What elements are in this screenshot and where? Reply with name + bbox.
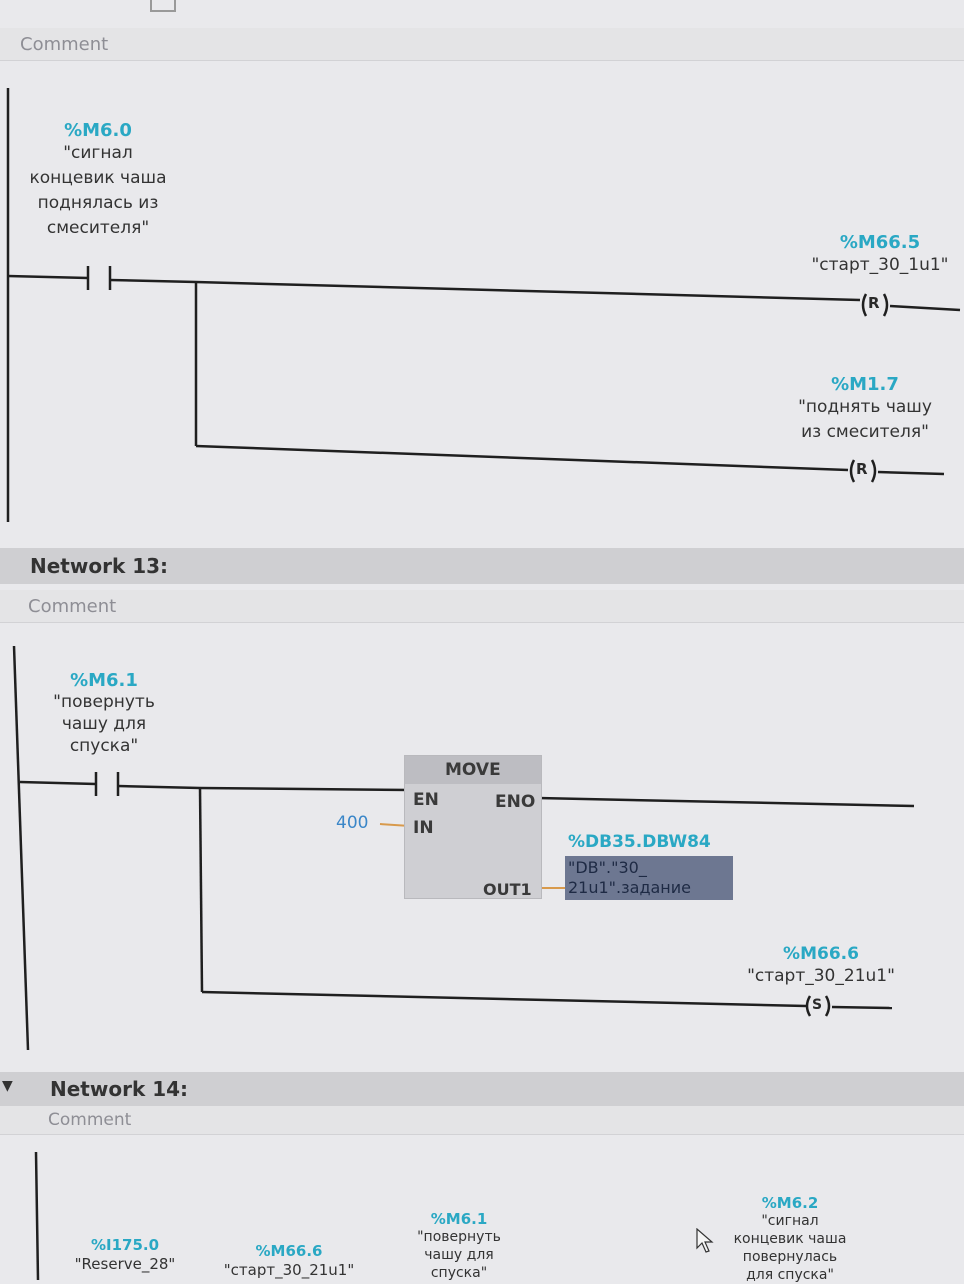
operand-address: %M66.6 (255, 1242, 323, 1260)
operand-address: %M6.1 (430, 1210, 488, 1228)
symbol-line: "Reserve_28" (74, 1255, 176, 1273)
network-title: Network 14: (50, 1077, 189, 1101)
symbol-line: чашу для (424, 1247, 494, 1263)
collapse-arrow-icon[interactable]: ▼ (2, 1078, 13, 1094)
contact-m6-1[interactable]: %M6.1 "повернуть чашу для спуска" (394, 1210, 524, 1282)
symbol-line: повернулась (742, 1249, 838, 1265)
symbol-line: "DB"."30_ (568, 858, 647, 877)
operand-address: %M66.6 (783, 944, 859, 964)
out-operand-address[interactable]: %DB35.DBW84 (568, 832, 711, 852)
symbol-line: поднялась из (37, 193, 159, 213)
coil-type-r: R (856, 460, 868, 478)
in-value[interactable]: 400 (336, 813, 369, 833)
network-13-comment[interactable]: Comment (0, 590, 964, 623)
symbol-line: "сигнал (761, 1213, 819, 1229)
operand-address: %DB35.DBW84 (568, 832, 711, 852)
contact-m6-1[interactable]: %M6.1 "повернуть чашу для спуска" (34, 670, 174, 757)
pin-en[interactable]: EN (413, 790, 439, 810)
symbol-line: "сигнал (63, 143, 133, 163)
toolbar-icon[interactable] (150, 0, 176, 12)
mouse-cursor-icon (696, 1228, 714, 1253)
contact-m6-2[interactable]: %M6.2 "сигнал концевик чаша повернулась … (720, 1194, 860, 1284)
coil-m66-5[interactable]: %M66.5 "старт_30_1u1" (790, 232, 964, 278)
coil-m1-7[interactable]: %M1.7 "поднять чашу из смесителя" (780, 374, 950, 445)
comment-label: Comment (28, 596, 117, 617)
network-title: Network 13: (30, 554, 169, 578)
move-block-header: MOVE (405, 756, 541, 784)
symbol-line: спуска" (430, 1265, 488, 1281)
operand-address: %M6.1 (70, 670, 138, 691)
block-name: MOVE (445, 760, 501, 780)
symbol-line: 21u1".задание (568, 878, 692, 897)
symbol-line: "повернуть (417, 1229, 501, 1245)
coil-type-s: S (812, 997, 823, 1013)
network-14-header[interactable]: ▼ Network 14: (0, 1072, 964, 1108)
symbol-line: "старт_30_1u1" (811, 255, 949, 275)
coil-m66-6[interactable]: %M66.6 "старт_30_21u1" (736, 944, 906, 989)
symbol-line: "старт_30_21u1" (223, 1261, 355, 1279)
symbol-line: спуска" (69, 736, 139, 756)
symbol-line: для спуска" (746, 1267, 834, 1283)
comment-label: Comment (48, 1110, 132, 1130)
out-operand-symbol[interactable]: "DB"."30_ 21u1".задание (565, 856, 733, 900)
pin-eno[interactable]: ENO (495, 792, 536, 812)
symbol-line: из смесителя" (801, 422, 929, 442)
pin-out1[interactable]: OUT1 (483, 880, 532, 899)
pin-in[interactable]: IN (413, 818, 434, 838)
move-block[interactable]: MOVE EN ENO IN OUT1 (404, 755, 542, 899)
comment-label: Comment (20, 34, 109, 55)
symbol-line: "старт_30_21u1" (747, 966, 895, 986)
symbol-line: концевик чаша (733, 1231, 847, 1247)
symbol-line: концевик чаша (29, 168, 167, 188)
coil-type-r: R (868, 294, 880, 312)
symbol-line: чашу для (61, 714, 147, 734)
contact-m6-0[interactable]: %M6.0 "сигнал концевик чаша поднялась из… (18, 120, 178, 241)
contact-i175-0[interactable]: %I175.0 "Reserve_28" (60, 1236, 190, 1274)
symbol-line: "поднять чашу (798, 397, 932, 417)
operand-address: %M6.2 (761, 1194, 819, 1212)
symbol-line: "повернуть (53, 692, 155, 712)
network-14-comment[interactable]: Comment (0, 1106, 964, 1135)
contact-m66-6[interactable]: %M66.6 "старт_30_21u1" (214, 1242, 364, 1280)
operand-address: %I175.0 (90, 1236, 160, 1254)
network-13-header[interactable]: Network 13: (0, 548, 964, 584)
operand-address: %M1.7 (831, 374, 899, 395)
symbol-line: смесителя" (46, 218, 150, 238)
operand-address: %M66.5 (839, 232, 921, 253)
network-12-comment[interactable]: Comment (0, 28, 964, 61)
operand-address: %M6.0 (64, 120, 132, 141)
